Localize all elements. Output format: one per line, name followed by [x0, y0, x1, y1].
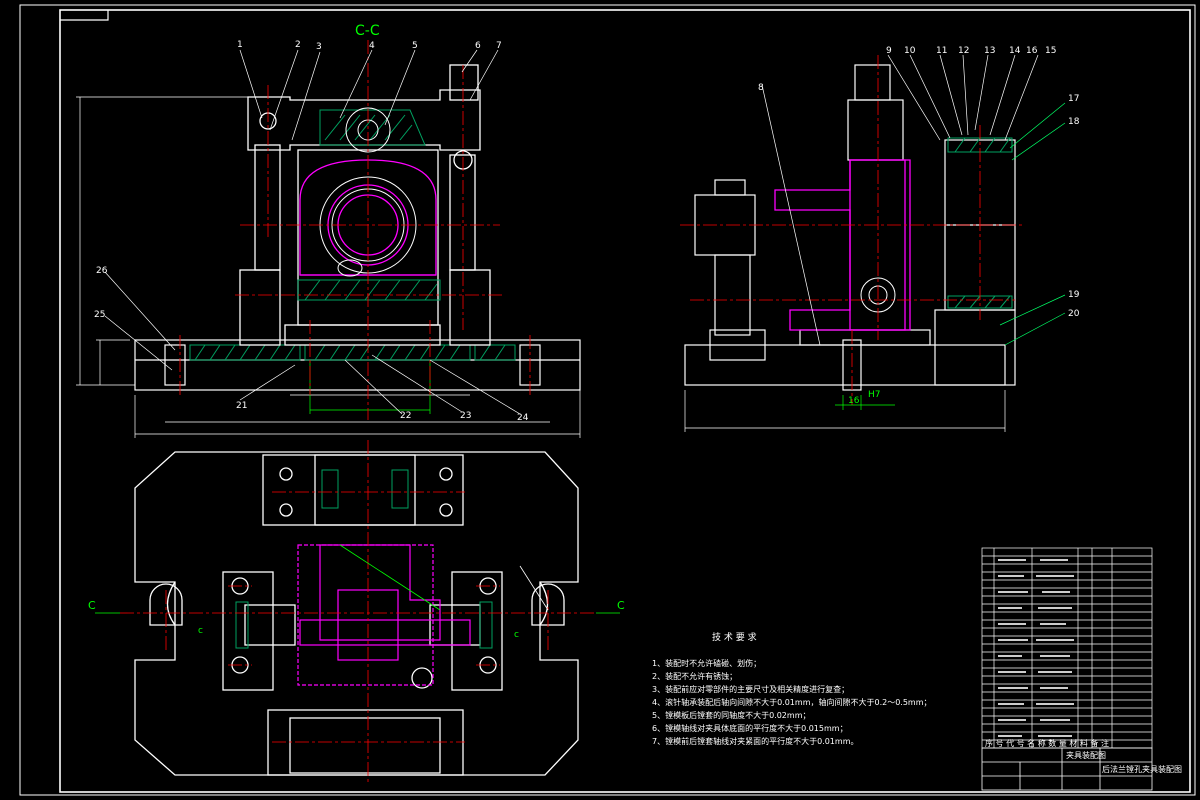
part-label-17: 17: [1068, 94, 1079, 104]
part-label-5: 5: [412, 41, 418, 51]
section-mark-small-right: c: [514, 630, 519, 640]
part-label-8: 8: [758, 83, 764, 93]
part-label-12: 12: [958, 46, 969, 56]
title-block-title: 夹具装配图: [1066, 750, 1106, 760]
side-leaders: [761, 54, 1039, 346]
sheet-frame: [19, 4, 1196, 796]
side-workpiece: [774, 159, 911, 331]
tech-req-item: 2、装配不允许有锈蚀；: [652, 671, 737, 681]
part-label-11: 11: [936, 46, 947, 56]
front-leaders: [104, 49, 521, 415]
front-dimensions: [76, 96, 581, 438]
tech-req-item: 5、镗模板后镗套的同轴度不大于0.02mm；: [652, 710, 811, 720]
section-mark-right: C: [617, 599, 625, 612]
plan-workpiece: [297, 544, 471, 686]
part-label-14: 14: [1009, 46, 1021, 56]
tech-req-item: 4、滚针轴承装配后轴向间隙不大于0.01mm，轴向间隙不大于0.2～0.5mm；: [652, 697, 932, 707]
part-label-15: 15: [1045, 46, 1056, 56]
plan-dim-lines: [95, 544, 620, 614]
parts-list: [981, 547, 1153, 749]
title-block: [981, 747, 1153, 791]
part-label-25: 25: [94, 310, 105, 320]
side-part-numbers: 8 9 10 11 12 13 14 16 15 17 18 19 20: [758, 46, 1080, 319]
part-label-10: 10: [904, 46, 916, 56]
plan-view: C C c c: [88, 440, 625, 785]
fit-tolerance-h7: H7: [868, 390, 881, 400]
part-label-13: 13: [984, 46, 995, 56]
side-hatch: [947, 137, 1013, 309]
part-label-23: 23: [460, 411, 471, 421]
side-centerlines: [680, 55, 1025, 405]
front-part-numbers: 1 2 3 4 5 6 7 26 25 21 22 23 24: [94, 40, 529, 423]
part-label-16: 16: [1026, 46, 1038, 56]
part-label-6: 6: [475, 41, 481, 51]
side-leaders-green: [999, 102, 1066, 346]
plan-outline: [134, 451, 579, 776]
fit-diameter-16: 16: [848, 396, 860, 406]
tech-req-item: 1、装配时不允许磕碰、划伤；: [652, 658, 761, 668]
technical-requirements: 技 术 要 求 1、装配时不允许磕碰、划伤； 2、装配不允许有锈蚀； 3、装配前…: [652, 631, 932, 746]
part-label-21: 21: [236, 401, 247, 411]
front-base-hatch: [189, 344, 516, 361]
part-label-19: 19: [1068, 290, 1080, 300]
front-top-hatch: [297, 109, 441, 301]
parts-list-header: 序 号 代 号 名 称 数 量 材 料 备 注: [985, 738, 1109, 748]
part-label-20: 20: [1068, 309, 1080, 319]
plan-hatch: [235, 469, 493, 649]
part-label-26: 26: [96, 266, 108, 276]
part-label-1: 1: [237, 40, 243, 50]
section-mark-left: C: [88, 599, 96, 612]
front-section-view: C-C: [76, 23, 581, 438]
part-label-7: 7: [496, 41, 502, 51]
tech-req-title: 技 术 要 求: [712, 631, 757, 643]
part-label-9: 9: [886, 46, 892, 56]
part-label-18: 18: [1068, 117, 1080, 127]
tech-req-item: 6、镗模轴线对夹具体底面的平行度不大于0.015mm；: [652, 723, 848, 733]
section-mark-small-left: c: [198, 626, 203, 636]
side-bracket: [694, 64, 1016, 361]
front-centerlines: [179, 40, 531, 420]
front-base-plate: [134, 339, 581, 391]
front-body: [239, 64, 491, 346]
plan-centerlines: [120, 440, 595, 785]
part-label-4: 4: [369, 41, 375, 51]
side-dimensions: [684, 390, 1006, 432]
side-view: H7 16 8 9 10 11 12 13 14 16 15: [680, 46, 1080, 432]
part-label-24: 24: [517, 413, 529, 423]
part-label-2: 2: [295, 40, 301, 50]
part-label-22: 22: [400, 411, 411, 421]
tech-req-item: 7、镗模前后镗套轴线对夹紧面的平行度不大于0.01mm。: [652, 736, 859, 746]
section-title: C-C: [355, 23, 380, 39]
title-block-drawing-name: 后法兰镗孔夹具装配图: [1102, 764, 1182, 774]
tech-req-item: 3、装配前应对零部件的主要尺寸及相关精度进行复查；: [652, 684, 849, 694]
part-label-3: 3: [316, 42, 322, 52]
parts-list-entries: [998, 559, 1074, 737]
